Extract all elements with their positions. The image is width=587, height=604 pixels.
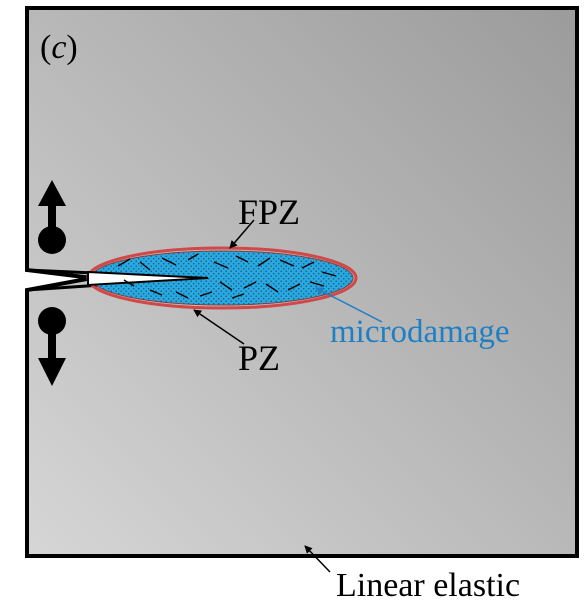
linear-elastic-label: Linear elastic	[336, 567, 520, 604]
panel-label-open: (	[40, 29, 51, 66]
fpz-label: FPZ	[238, 192, 300, 232]
panel-label-close: )	[66, 29, 77, 66]
linear-elastic-pointer	[304, 545, 331, 573]
panel-label: (c)	[40, 29, 78, 66]
panel-label-letter: c	[51, 29, 66, 66]
pz-label: PZ	[238, 338, 280, 378]
microdamage-pointer	[315, 287, 383, 323]
arrow-up-icon	[38, 180, 66, 254]
pz-pointer	[193, 309, 245, 345]
microcracks	[117, 253, 337, 299]
crack-tip	[87, 270, 209, 287]
microdamage-label: microdamage	[330, 314, 510, 350]
fpz-pointer	[229, 219, 255, 249]
arrow-down-icon	[38, 307, 66, 386]
